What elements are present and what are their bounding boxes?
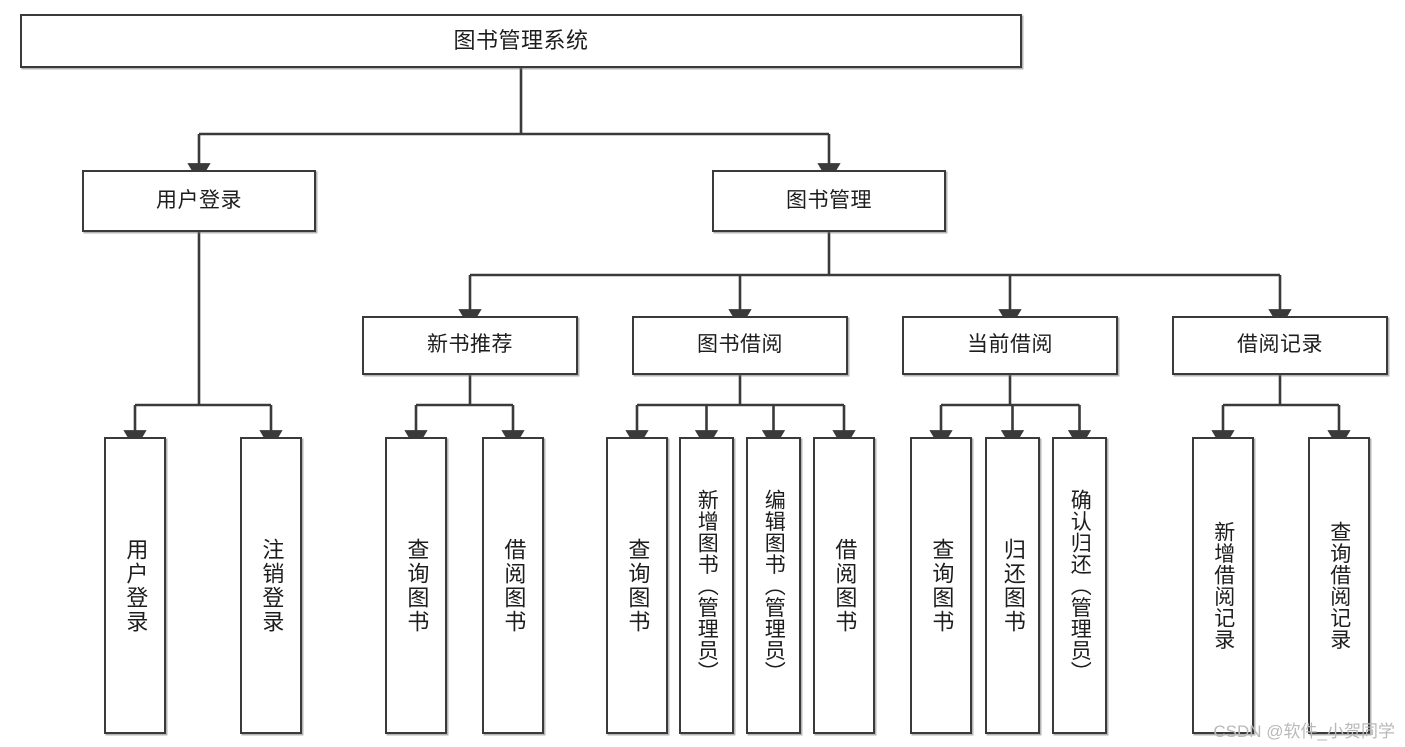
node-label: 用户登录 bbox=[156, 188, 242, 212]
node-label: 图书借阅 bbox=[697, 333, 783, 357]
node-l-query2[interactable]: 查询图书 bbox=[606, 437, 668, 734]
node-label: 借阅记录 bbox=[1237, 333, 1323, 357]
node-label: 借阅图书 bbox=[501, 537, 527, 634]
node-current[interactable]: 当前借阅 bbox=[902, 316, 1118, 375]
node-label: 查询借阅记录 bbox=[1327, 521, 1351, 650]
node-label: 查询图书 bbox=[625, 537, 651, 634]
node-label: 图书管理系统 bbox=[453, 28, 589, 54]
node-l-query3[interactable]: 查询图书 bbox=[910, 437, 972, 734]
node-records[interactable]: 借阅记录 bbox=[1172, 316, 1388, 375]
node-l-borrow1[interactable]: 借阅图书 bbox=[482, 437, 544, 734]
node-l-borrow2[interactable]: 借阅图书 bbox=[813, 437, 875, 734]
node-label: 归还图书 bbox=[1000, 537, 1026, 634]
node-label: 当前借阅 bbox=[967, 333, 1053, 357]
node-l-return[interactable]: 归还图书 bbox=[985, 437, 1040, 734]
node-label: 查询图书 bbox=[404, 537, 430, 634]
node-label: 新增借阅记录 bbox=[1211, 521, 1235, 650]
node-label: 确认归还（管理员） bbox=[1068, 488, 1092, 683]
node-label: 图书管理 bbox=[786, 188, 872, 212]
node-l-logout[interactable]: 注销登录 bbox=[240, 437, 302, 734]
node-borrow[interactable]: 图书借阅 bbox=[632, 316, 848, 375]
node-label: 新增图书（管理员） bbox=[695, 488, 719, 683]
node-label: 借阅图书 bbox=[832, 537, 858, 634]
node-l-edit[interactable]: 编辑图书（管理员） bbox=[746, 437, 801, 734]
node-newbook[interactable]: 新书推荐 bbox=[362, 316, 578, 375]
node-label: 新书推荐 bbox=[427, 333, 513, 357]
node-l-query1[interactable]: 查询图书 bbox=[385, 437, 447, 734]
node-label: 注销登录 bbox=[259, 537, 285, 634]
node-label: 用户登录 bbox=[123, 537, 149, 634]
node-l-addrec[interactable]: 新增借阅记录 bbox=[1192, 437, 1254, 734]
node-login[interactable]: 用户登录 bbox=[82, 170, 316, 232]
node-label: 查询图书 bbox=[929, 537, 955, 634]
node-label: 编辑图书（管理员） bbox=[762, 488, 786, 683]
node-l-queryrec[interactable]: 查询借阅记录 bbox=[1308, 437, 1370, 734]
node-bookmgmt[interactable]: 图书管理 bbox=[712, 170, 946, 232]
node-l-login[interactable]: 用户登录 bbox=[104, 437, 166, 734]
node-root[interactable]: 图书管理系统 bbox=[20, 14, 1022, 68]
node-l-confirm[interactable]: 确认归还（管理员） bbox=[1052, 437, 1107, 734]
csdn-watermark: CSDN @软件_小贺同学 bbox=[1213, 722, 1395, 741]
node-l-add[interactable]: 新增图书（管理员） bbox=[679, 437, 734, 734]
